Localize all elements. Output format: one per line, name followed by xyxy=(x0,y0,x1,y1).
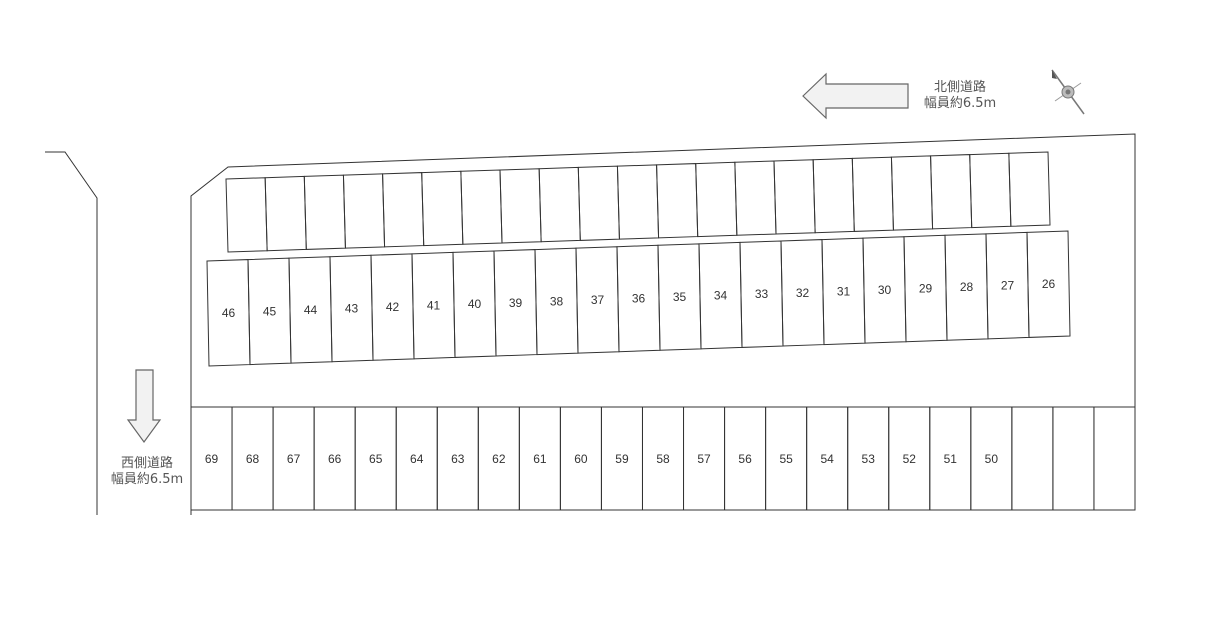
middle-row-stall-number: 27 xyxy=(1001,279,1015,293)
top-row-stall xyxy=(1008,151,1051,227)
middle-row-stall xyxy=(1026,230,1071,338)
bottom-row-stall-number: 65 xyxy=(369,452,383,466)
bottom-row-stall-number: 55 xyxy=(779,452,793,466)
middle-row-stall-number: 32 xyxy=(796,286,810,300)
middle-row-stall-number: 46 xyxy=(222,306,236,320)
top-row-stall xyxy=(264,175,307,252)
bottom-row-stall-number: 62 xyxy=(492,452,506,466)
top-row-stall xyxy=(225,177,268,253)
north-road-label: 北側道路 幅員約6.5m xyxy=(912,80,1008,112)
top-row-stall xyxy=(812,157,855,234)
middle-row-stall-number: 33 xyxy=(755,287,769,301)
middle-row-stall-number: 31 xyxy=(837,284,851,298)
west-road-arrow-icon xyxy=(126,369,162,444)
bottom-row-stall-number: 69 xyxy=(205,452,219,466)
top-row-stall xyxy=(499,168,542,244)
bottom-row-stall-number: 60 xyxy=(574,452,588,466)
compass-north-icon xyxy=(1051,69,1085,115)
middle-row-stall-number: 43 xyxy=(345,302,359,316)
west-road-name: 西側道路 xyxy=(120,456,173,471)
top-row-stall xyxy=(930,154,973,230)
bottom-row-stall-number: 50 xyxy=(985,452,999,466)
top-row-stall xyxy=(460,169,503,245)
west-road-width: 幅員約6.5m xyxy=(110,472,184,487)
middle-row-stall-number: 44 xyxy=(304,303,318,317)
bottom-row-stall-number: 66 xyxy=(328,452,342,466)
top-row-stall xyxy=(695,161,738,238)
bottom-row-stall-number: 68 xyxy=(246,452,260,466)
north-road-width: 幅員約6.5m xyxy=(923,96,997,111)
bottom-row-stall-number: 56 xyxy=(738,452,752,466)
top-row-stall xyxy=(890,155,934,231)
top-row-stall xyxy=(851,156,894,232)
bottom-row-stall-number: 52 xyxy=(903,452,917,466)
bottom-row-stall-number: 63 xyxy=(451,452,465,466)
middle-row-stall-number: 36 xyxy=(632,292,646,306)
bottom-row-stall-number: 64 xyxy=(410,452,424,466)
top-row-stall xyxy=(303,174,346,250)
middle-row-stall-number: 38 xyxy=(550,294,564,308)
west-road-edge xyxy=(45,151,98,515)
middle-row-stall-number: 42 xyxy=(386,300,400,314)
west-road-label: 西側道路 幅員約6.5m xyxy=(100,456,194,488)
middle-row-stall-number: 29 xyxy=(919,282,933,296)
top-row-stall xyxy=(616,164,660,240)
bottom-row-stall-number: 54 xyxy=(820,452,834,466)
parking-row-bottom: 69 68 67 66 65 64 63 62 61 60 59 58 57 56 55 54 53 52 51 50 xyxy=(190,406,1136,511)
bottom-row-stall-number: 61 xyxy=(533,452,547,466)
bottom-row-stall-number: 53 xyxy=(862,452,876,466)
top-row-stall xyxy=(734,160,777,236)
bottom-row-stall-number: 57 xyxy=(697,452,711,466)
top-row-stall xyxy=(382,172,425,248)
top-row-stall xyxy=(969,152,1012,229)
top-row-stall xyxy=(538,166,581,243)
parking-row-middle: 46 45 44 43 42 41 40 39 38 37 36 35 34 33 32 31 30 29 28 27… xyxy=(206,230,1071,367)
bottom-row-stall xyxy=(1011,406,1054,511)
bottom-row-stall xyxy=(1052,406,1095,511)
middle-row-stall-number: 30 xyxy=(878,283,892,297)
parking-row-top xyxy=(225,151,1051,253)
bottom-row-stall-number: 67 xyxy=(287,452,301,466)
bottom-row-stall-number: 59 xyxy=(615,452,629,466)
bottom-row-stall xyxy=(1093,406,1136,511)
bottom-row-stall-number: 58 xyxy=(656,452,670,466)
middle-row-stall-number: 37 xyxy=(591,293,605,307)
middle-row-stall-number: 41 xyxy=(427,299,441,313)
top-row-stall xyxy=(773,159,816,235)
middle-row-stall-number: 28 xyxy=(960,280,974,294)
top-row-stall xyxy=(577,165,620,241)
middle-row-stall-number: 45 xyxy=(263,304,277,318)
top-row-stall xyxy=(342,173,386,249)
bottom-row-stall-number: 51 xyxy=(944,452,958,466)
top-row-stall xyxy=(656,163,699,239)
middle-row-stall-number: 39 xyxy=(509,296,523,310)
north-road-arrow-icon xyxy=(802,72,909,120)
top-row-stall xyxy=(421,170,464,247)
middle-row-stall-number: 34 xyxy=(714,289,728,303)
middle-row-stall-number: 40 xyxy=(468,297,482,311)
north-road-name: 北側道路 xyxy=(933,80,986,95)
middle-row-stall-number: 26 xyxy=(1042,277,1056,291)
middle-row-stall-number: 35 xyxy=(673,290,687,304)
